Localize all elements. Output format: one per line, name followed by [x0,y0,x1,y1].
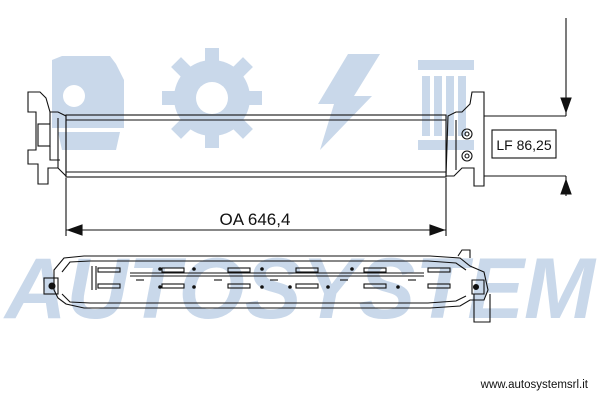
radiator-top-view [43,249,491,323]
top-view-holes [158,267,400,289]
right-tank-port-lower [461,150,473,162]
car-icon [52,56,124,150]
oa-dimension-label: OA 646,4 [220,210,291,229]
lf-dimension [484,18,572,196]
left-tank [27,91,67,185]
lightning-icon [318,54,380,150]
website-url: www.autosystemsrl.it [480,379,588,391]
lf-dimension-label: LF 86,25 [496,137,551,153]
lf-label-box [491,129,557,159]
left-inlet-pipe [43,277,59,295]
left-tank-bracket [37,123,51,147]
right-tank-port-upper [461,128,473,140]
right-outlet-pipe [473,294,491,323]
top-view-body [53,255,489,309]
radiator-core [65,114,447,178]
oa-dimension [65,178,447,236]
core-clips [91,266,451,290]
watermark-brand-text: AUTOSYSTEM [3,241,597,337]
right-tank [445,91,485,187]
gear-icon [162,48,262,148]
right-filler-neck [457,249,471,258]
radiator-front-view [27,91,485,187]
